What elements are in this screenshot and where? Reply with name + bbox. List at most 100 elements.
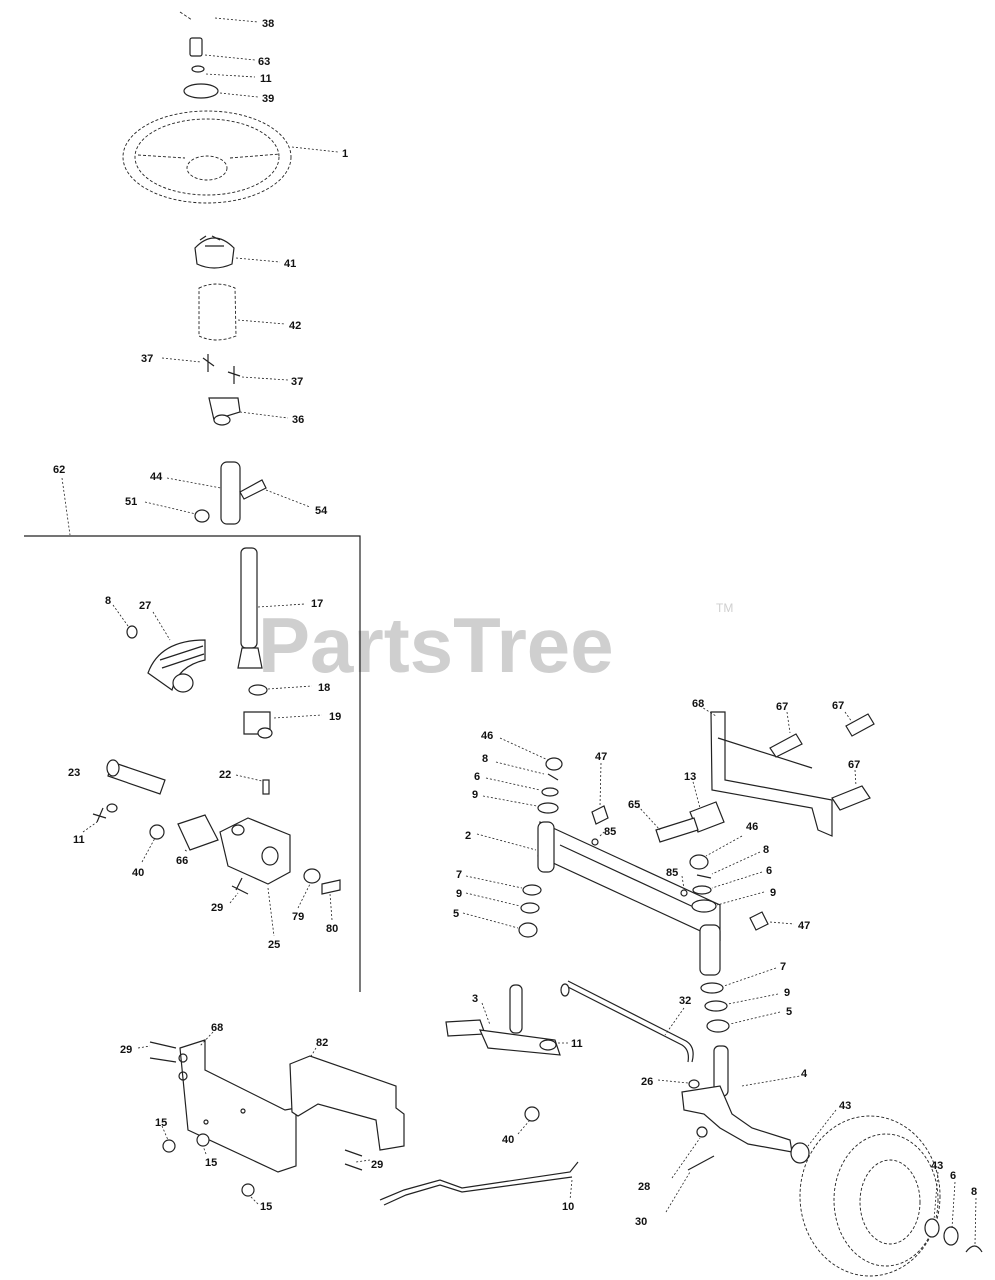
washer-7-left [465, 875, 542, 896]
bolt-67-a [769, 711, 803, 758]
callout-29: 29 [120, 1044, 132, 1056]
boot-42 [198, 283, 286, 341]
callout-40: 40 [502, 1134, 514, 1146]
bolt-30 [665, 1155, 715, 1213]
callout-39: 39 [262, 93, 274, 105]
callout-9: 9 [456, 888, 462, 900]
screw-22 [235, 774, 270, 795]
washer-9-left-top [482, 795, 559, 814]
washer-9-right-bottom [704, 993, 779, 1012]
bracket-68-left [178, 1031, 297, 1173]
callout-85: 85 [666, 867, 678, 879]
washer-9-left-bottom [465, 892, 540, 914]
cap-39 [183, 83, 259, 99]
washer-9-right-top [691, 891, 765, 913]
washer-8-gear [112, 604, 138, 639]
callout-10: 10 [562, 1201, 574, 1213]
washer-5-right [706, 1011, 781, 1033]
nut-46-left [499, 737, 563, 771]
callout-4: 4 [801, 1068, 808, 1080]
callout-43: 43 [931, 1160, 943, 1172]
callout-19: 19 [329, 711, 341, 723]
callout-5: 5 [786, 1006, 792, 1018]
callout-79: 79 [292, 911, 304, 923]
drag-link-32 [560, 980, 694, 1063]
callout-65: 65 [628, 799, 640, 811]
bolt-54 [239, 479, 311, 508]
bolt-29-bracket [229, 877, 249, 904]
callout-27: 27 [139, 600, 151, 612]
callout-11: 11 [571, 1038, 583, 1050]
washer-6-outer [943, 1181, 959, 1246]
fitting-28 [671, 1126, 708, 1179]
washer-5-left [462, 912, 538, 938]
bolts-29-right [344, 1149, 371, 1171]
callout-8: 8 [105, 595, 111, 607]
bracket-25 [219, 817, 291, 937]
callout-26: 26 [641, 1076, 653, 1088]
bracket-68-right [699, 705, 833, 837]
callout-6: 6 [766, 865, 772, 877]
callout-22: 22 [219, 769, 231, 781]
callout-6: 6 [950, 1170, 956, 1182]
callout-68: 68 [211, 1022, 223, 1034]
clip-11-left [82, 803, 118, 833]
bracket-82 [289, 1047, 405, 1151]
bolt-80 [321, 879, 341, 921]
wheel-tire [799, 1115, 941, 1277]
callout-66: 66 [176, 855, 188, 867]
callout-47: 47 [798, 920, 810, 932]
callout-1: 1 [342, 148, 348, 160]
adapter-41 [194, 235, 281, 269]
callout-85: 85 [604, 826, 616, 838]
cotter-8-left [495, 761, 559, 781]
fitting-85-right [680, 875, 688, 897]
callout-41: 41 [284, 258, 296, 270]
axle-2 [476, 821, 721, 976]
washer-18 [248, 684, 313, 696]
callout-46: 46 [746, 821, 758, 833]
callout-38: 38 [262, 18, 274, 30]
nut-40-bottom [517, 1106, 540, 1135]
spindle-3 [445, 984, 568, 1056]
callout-82: 82 [316, 1037, 328, 1049]
callout-67: 67 [832, 700, 844, 712]
callout-47: 47 [595, 751, 607, 763]
bolt-67-b [844, 711, 875, 737]
fitting-85-left [591, 831, 605, 846]
washer-6-left [485, 777, 559, 797]
callout-32: 32 [679, 995, 691, 1007]
screw-63 [189, 37, 256, 61]
pin-37-left [161, 354, 215, 372]
washer-6-right [692, 871, 763, 895]
kit-62-bracket [24, 477, 361, 992]
watermark-tm: TM [716, 601, 733, 615]
washer-26 [657, 1079, 700, 1089]
washer-43-outer [924, 1171, 940, 1238]
callout-11: 11 [260, 73, 272, 85]
pinion-shaft-17 [237, 547, 306, 669]
callout-15: 15 [260, 1201, 272, 1213]
callout-63: 63 [258, 56, 270, 68]
callout-29: 29 [211, 902, 223, 914]
link-rod-10 [379, 1161, 579, 1206]
callout-51: 51 [125, 496, 137, 508]
callout-46: 46 [481, 730, 493, 742]
callout-8: 8 [971, 1186, 977, 1198]
callout-67: 67 [776, 701, 788, 713]
callout-8: 8 [482, 753, 488, 765]
fitting-47-right [749, 911, 795, 931]
sector-gear-27 [147, 611, 206, 693]
callout-15: 15 [205, 1157, 217, 1169]
callout-9: 9 [472, 789, 478, 801]
callout-80: 80 [326, 923, 338, 935]
nut-15-a [161, 1125, 176, 1153]
callout-40: 40 [132, 867, 144, 879]
callout-6: 6 [474, 771, 480, 783]
callout-25: 25 [268, 939, 280, 951]
washer-11-top [191, 65, 256, 78]
callout-42: 42 [289, 320, 301, 332]
cap-38 [179, 11, 259, 23]
callout-67: 67 [848, 759, 860, 771]
